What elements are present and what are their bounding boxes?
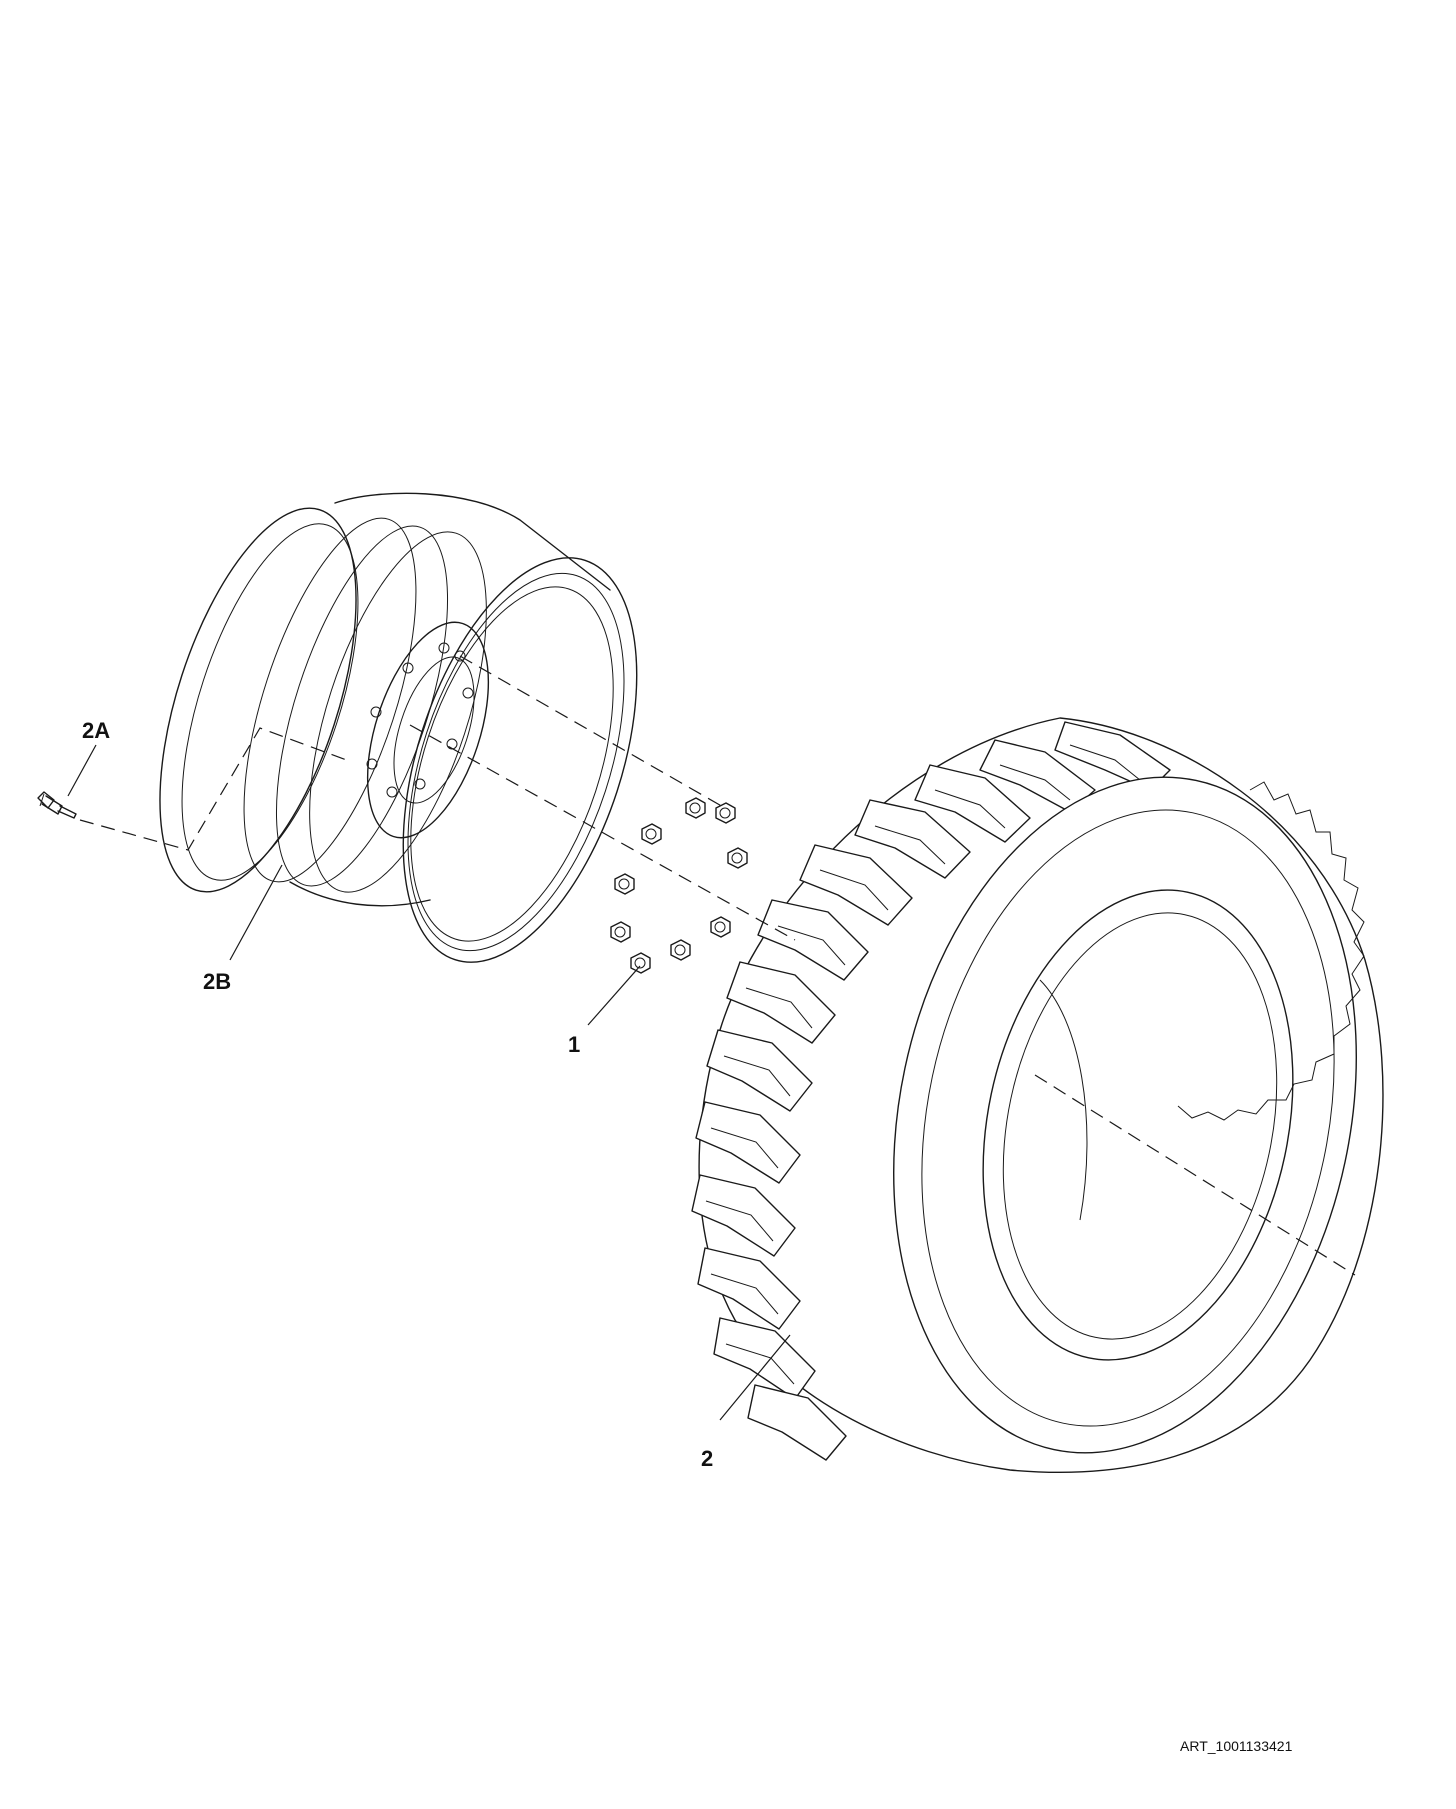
tread-blocks: [691, 721, 1171, 1461]
lug-nut: [710, 916, 731, 938]
callout-2a: 2A: [82, 718, 110, 743]
art-number: ART_1001133421: [1180, 1738, 1293, 1754]
lug-nut: [630, 952, 651, 974]
wheel-rim: [159, 492, 638, 963]
lug-nuts: [610, 797, 748, 974]
callout-2b: 2B: [203, 969, 231, 994]
lug-nut: [685, 797, 706, 819]
lug-nut: [727, 847, 748, 869]
callout-2: 2: [701, 1446, 713, 1471]
valve-stem: [37, 791, 77, 819]
assembly-lines: [79, 655, 1356, 1276]
lug-nut: [610, 921, 631, 943]
tire: [691, 717, 1384, 1473]
leader-lines: [67, 744, 791, 1421]
lug-nut: [614, 873, 635, 895]
lug-nut: [641, 823, 662, 845]
lug-nut: [670, 939, 691, 961]
callout-1: 1: [568, 1032, 580, 1057]
lug-nut: [715, 802, 736, 824]
